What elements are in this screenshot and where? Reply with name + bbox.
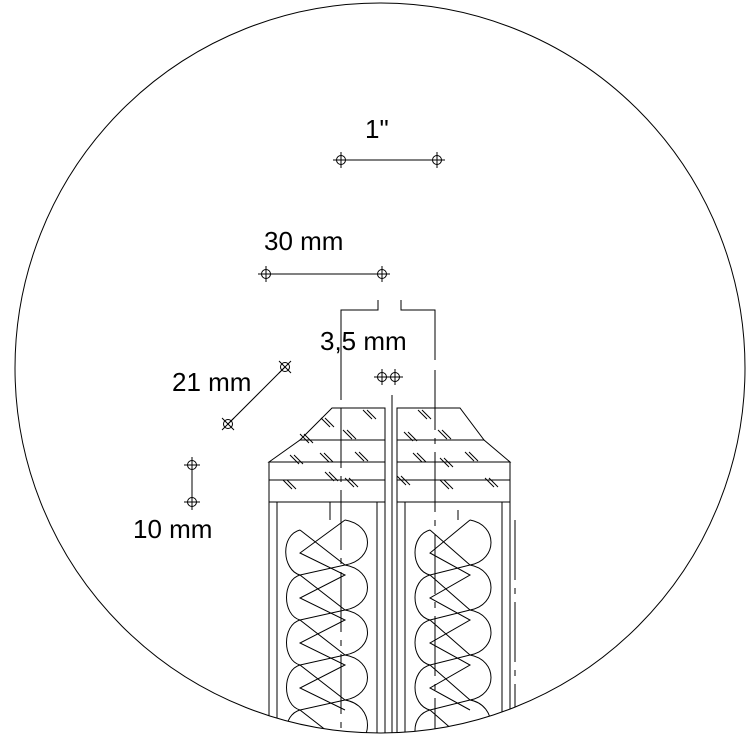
label-21mm: 21 mm	[172, 367, 251, 397]
label-3-5mm: 3,5 mm	[320, 326, 407, 356]
wall-section	[267, 300, 516, 733]
label-inch: 1"	[365, 114, 389, 144]
right-board	[396, 407, 512, 733]
label-10mm: 10 mm	[133, 514, 212, 544]
hidden-lines	[329, 300, 516, 733]
board-hatch	[282, 409, 499, 490]
insulation-left	[285, 519, 368, 733]
detail-circle	[14, 2, 746, 734]
scale-bar-21mm	[227, 366, 286, 425]
scale-mark-3-5mm-b	[386, 368, 404, 386]
label-30mm: 30 mm	[264, 226, 343, 256]
scale-bars	[183, 151, 446, 511]
insulation-right	[414, 519, 492, 733]
